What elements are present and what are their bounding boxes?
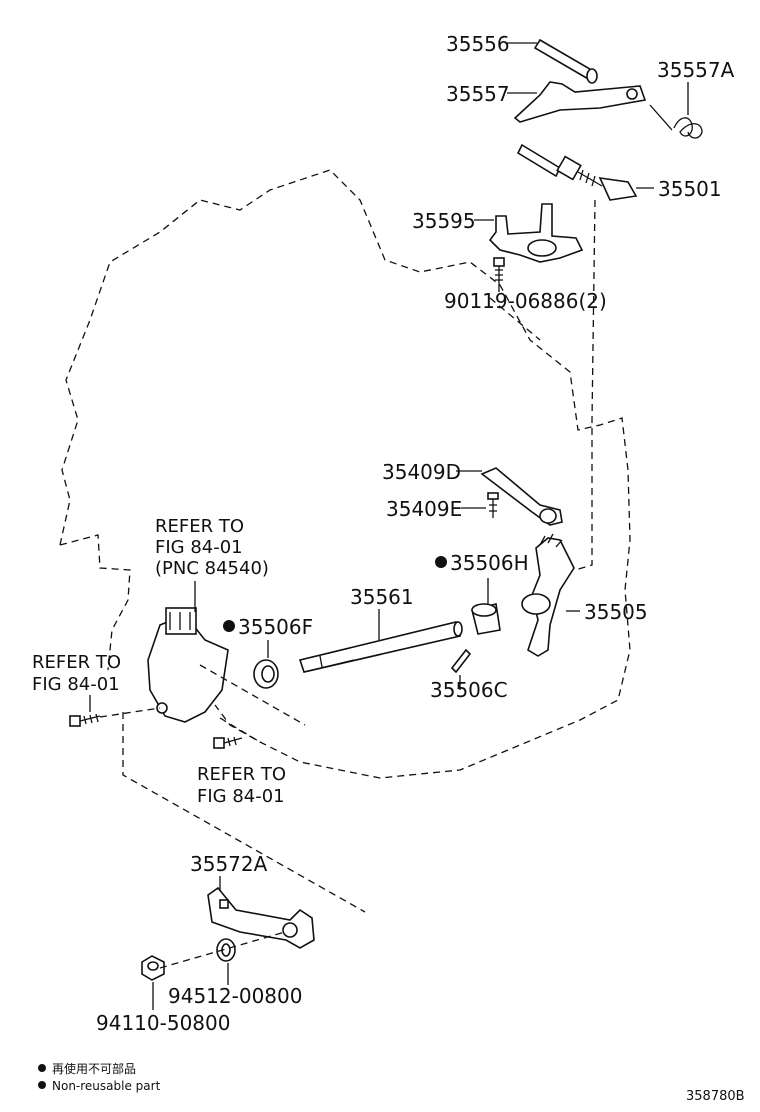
- label-35595: 35595: [412, 209, 476, 233]
- refer-3-line-2: FIG 84-01: [197, 786, 285, 807]
- refer-block-1: REFER TO FIG 84-01 (PNC 84540): [155, 516, 269, 579]
- bracket-35595: [488, 203, 584, 263]
- label-35506C: 35506C: [430, 678, 508, 702]
- legend-line-1: 再使用不可部品: [52, 1061, 136, 1076]
- refer-block-2: REFER TO FIG 84-01: [32, 652, 127, 695]
- oil-seal-35506F: [253, 659, 279, 689]
- label-35561: 35561: [350, 585, 414, 609]
- label-35501: 35501: [658, 177, 722, 201]
- label-35506H: 35506H: [450, 551, 529, 575]
- label-35506F: 35506F: [238, 615, 313, 639]
- transmission-case-outline: [59, 169, 631, 779]
- switch-dash-line-2: [122, 712, 366, 913]
- label-35557: 35557: [446, 82, 510, 106]
- label-35572A: 35572A: [190, 852, 268, 876]
- switch-bolt-right: [213, 736, 243, 749]
- cable-35501: [516, 143, 638, 201]
- legend-bullet-1: [38, 1064, 46, 1072]
- label-35409D: 35409D: [382, 460, 461, 484]
- switch-bolt-left: [69, 713, 101, 727]
- shaft-35561: [298, 621, 463, 673]
- switch-dash-line-1: [99, 664, 306, 743]
- nut-94110: [141, 955, 165, 981]
- cable-guide-line: [574, 199, 596, 571]
- pin-35506C: [450, 648, 472, 674]
- neutral-start-switch: [147, 607, 229, 723]
- diagram-code: 358780B: [686, 1089, 745, 1104]
- lever-dash-line: [159, 931, 286, 969]
- collar-35506H: [471, 603, 501, 635]
- detent-lever-35505: [521, 533, 575, 657]
- refer-1-line-3: (PNC 84540): [155, 558, 269, 579]
- lever-35572A: [207, 886, 315, 949]
- refer-1-line-2: FIG 84-01: [155, 537, 243, 558]
- label-90119: 90119-06886(2): [444, 289, 607, 313]
- label-35556: 35556: [446, 32, 510, 56]
- refer-2-line-2: FIG 84-01: [32, 674, 120, 695]
- pin-35556: [533, 38, 598, 84]
- legend-line-2: Non-reusable part: [52, 1079, 161, 1093]
- label-35557A: 35557A: [657, 58, 735, 82]
- label-35505: 35505: [584, 600, 648, 624]
- lever-35557: [513, 81, 647, 123]
- label-94110: 94110-50800: [96, 1011, 230, 1035]
- refer-3-line-1: REFER TO: [197, 764, 286, 785]
- non-reusable-mark-35506H: [435, 556, 447, 568]
- non-reusable-mark-35506F: [223, 620, 235, 632]
- washer-94512: [216, 938, 236, 962]
- bolt-90119: [493, 257, 505, 285]
- label-35409E: 35409E: [386, 497, 462, 521]
- label-94512: 94512-00800: [168, 984, 302, 1008]
- refer-2-line-1: REFER TO: [32, 652, 121, 673]
- case-to-bracket-line: [489, 297, 541, 341]
- spring-35557A: [649, 104, 703, 139]
- legend-bullet-2: [38, 1081, 46, 1089]
- bolt-35409E: [487, 492, 499, 518]
- refer-block-3: REFER TO FIG 84-01: [197, 764, 292, 807]
- lever-35409D: [480, 467, 563, 526]
- refer-1-line-1: REFER TO: [155, 516, 244, 537]
